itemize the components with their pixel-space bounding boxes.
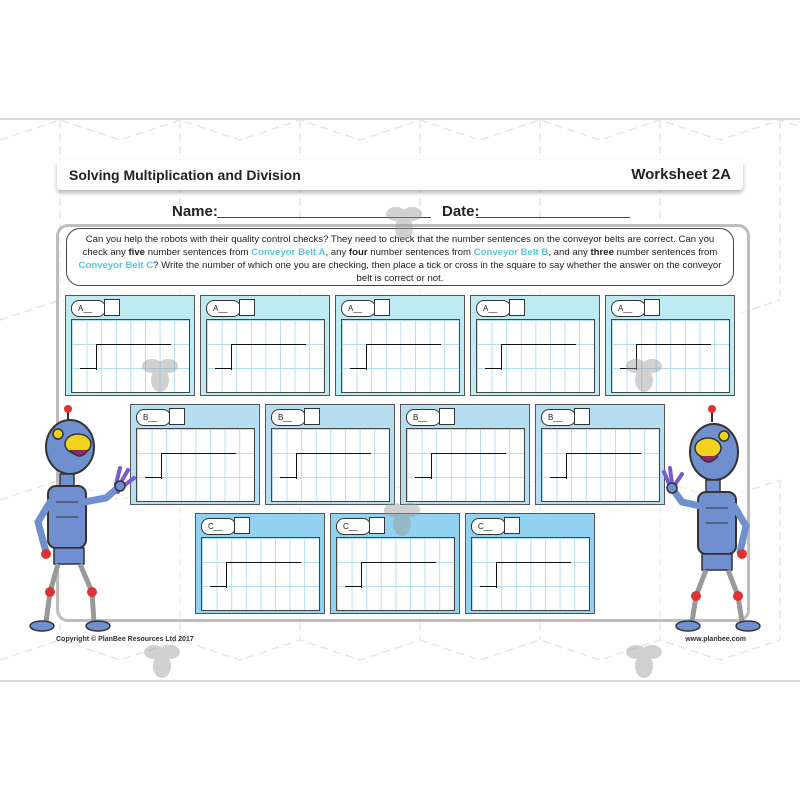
card-number-field[interactable]: B__: [136, 409, 171, 426]
card-number-field[interactable]: C__: [336, 518, 371, 535]
bee-watermark-icon: [626, 645, 662, 678]
bee-watermark-icon: [384, 503, 420, 536]
robot-right-illustration: [662, 405, 761, 632]
bee-watermark-icon: [386, 207, 422, 240]
tick-box[interactable]: [504, 517, 520, 534]
belt-b-card: B__: [400, 404, 530, 505]
tick-box[interactable]: [369, 517, 385, 534]
belt-b-card: B__: [535, 404, 665, 505]
answer-grid[interactable]: [271, 428, 390, 502]
worksheet-number: Worksheet 2A: [631, 166, 731, 183]
robot-left-illustration: [29, 405, 136, 632]
name-line[interactable]: [217, 217, 431, 218]
card-number-field[interactable]: A__: [71, 300, 106, 317]
card-number-field[interactable]: B__: [271, 409, 306, 426]
bee-watermark-icon: [142, 359, 178, 392]
website-link[interactable]: www.planbee.com: [685, 636, 746, 643]
answer-grid[interactable]: [201, 537, 320, 611]
belt-c-card: C__: [330, 513, 460, 614]
tick-box[interactable]: [439, 408, 455, 425]
worksheet-title: Solving Multiplication and Division: [69, 167, 301, 183]
worksheet: Solving Multiplication and Division Work…: [0, 118, 800, 682]
answer-grid[interactable]: [611, 319, 730, 393]
answer-grid[interactable]: [71, 319, 190, 393]
belt-a-card: A__: [200, 295, 330, 396]
card-number-field[interactable]: B__: [406, 409, 441, 426]
answer-grid[interactable]: [471, 537, 590, 611]
belt-a-card: A__: [470, 295, 600, 396]
tick-box[interactable]: [304, 408, 320, 425]
card-number-field[interactable]: C__: [471, 518, 506, 535]
card-number-field[interactable]: C__: [201, 518, 236, 535]
instructions-box: Can you help the robots with their quali…: [66, 228, 734, 286]
belt-c-card: C__: [465, 513, 595, 614]
belt-c-card: C__: [195, 513, 325, 614]
belt-b-card: B__: [265, 404, 395, 505]
tick-box[interactable]: [574, 408, 590, 425]
title-bar: Solving Multiplication and Division Work…: [57, 160, 743, 190]
tick-box[interactable]: [104, 299, 120, 316]
copyright-text: Copyright © PlanBee Resources Ltd 2017: [56, 636, 194, 643]
tick-box[interactable]: [374, 299, 390, 316]
tick-box[interactable]: [644, 299, 660, 316]
belt-a-card: A__: [65, 295, 195, 396]
bee-watermark-icon: [626, 359, 662, 392]
tick-box[interactable]: [239, 299, 255, 316]
card-number-field[interactable]: A__: [341, 300, 376, 317]
tick-box[interactable]: [509, 299, 525, 316]
card-number-field[interactable]: A__: [206, 300, 241, 317]
bee-watermark-icon: [144, 645, 180, 678]
belt-a-card: A__: [335, 295, 465, 396]
answer-grid[interactable]: [206, 319, 325, 393]
belt-b-card: B__: [130, 404, 260, 505]
belt-a-card: A__: [605, 295, 735, 396]
date-label: Date:: [442, 203, 480, 220]
name-label: Name:: [172, 203, 218, 220]
card-number-field[interactable]: A__: [476, 300, 511, 317]
answer-grid[interactable]: [406, 428, 525, 502]
date-line[interactable]: [476, 217, 630, 218]
answer-grid[interactable]: [541, 428, 660, 502]
tick-box[interactable]: [234, 517, 250, 534]
card-number-field[interactable]: A__: [611, 300, 646, 317]
answer-grid[interactable]: [336, 537, 455, 611]
card-number-field[interactable]: B__: [541, 409, 576, 426]
answer-grid[interactable]: [136, 428, 255, 502]
tick-box[interactable]: [169, 408, 185, 425]
answer-grid[interactable]: [476, 319, 595, 393]
answer-grid[interactable]: [341, 319, 460, 393]
